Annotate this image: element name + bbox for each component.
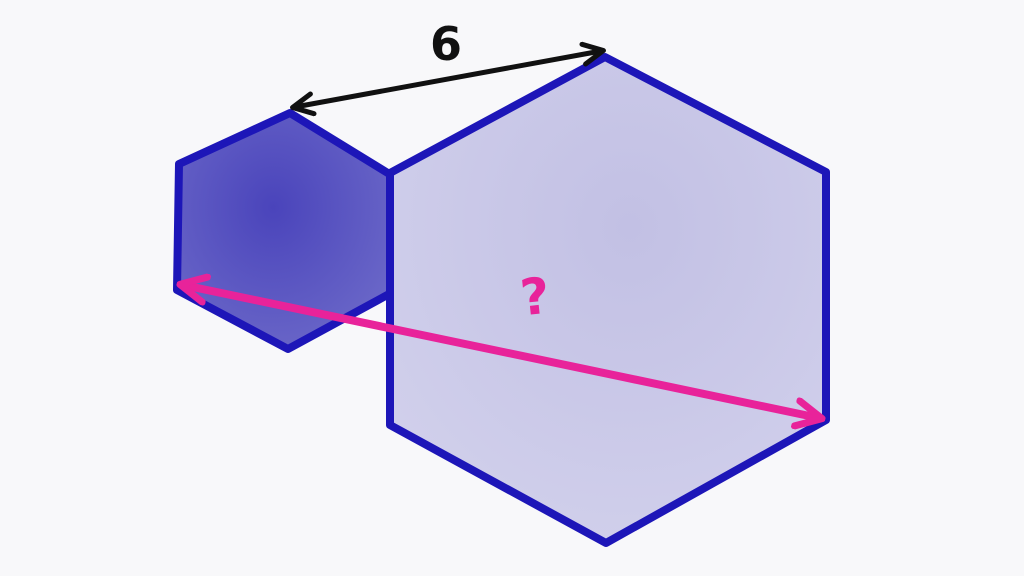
unknown-distance-arrow <box>183 285 819 418</box>
large-hexagon <box>386 53 830 547</box>
small-hexagon <box>173 109 395 353</box>
top-distance-label: 6 <box>429 17 463 71</box>
top-distance-arrow <box>290 41 606 117</box>
unknown-distance-label: ? <box>517 266 553 328</box>
